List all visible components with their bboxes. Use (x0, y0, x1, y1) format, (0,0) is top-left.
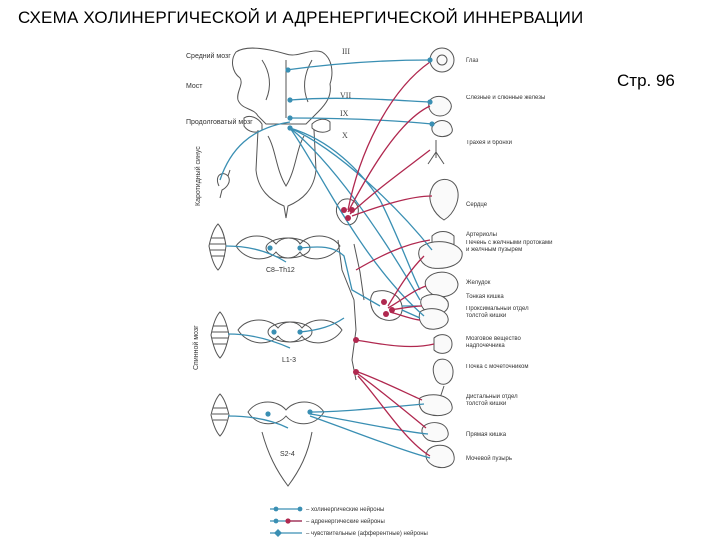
bladder-organ (425, 444, 455, 469)
carotid-sinus (216, 169, 231, 199)
organ-label-adrenal-wrap: Мозговое вещество надпочечника (466, 336, 521, 349)
organ-label-bladder: Мочевой пузырь (466, 455, 512, 462)
organ-label-arterioles: Артериолы (466, 232, 497, 238)
heart-organ (429, 179, 459, 221)
organ-label-small-intestine: Тонкая кишка (466, 294, 504, 300)
adrenal-organ (433, 334, 453, 354)
proximal-colon-organ (418, 308, 449, 330)
organ-labels: Глаз Слезные и слюнные железы Трахея и б… (466, 58, 553, 462)
label-cranial-nerve-9: IX (340, 109, 349, 118)
trachea-organ (427, 140, 445, 165)
organ-label-stomach: Желудок (466, 280, 491, 286)
legend-item-adrenergic: – адренергические нейроны (270, 518, 385, 525)
label-cranial-nerve-10: X (342, 131, 348, 140)
eye-organ (429, 47, 455, 73)
kidney-organ (432, 358, 454, 399)
skeletal-muscles (208, 223, 230, 437)
rectum-organ (421, 422, 449, 443)
label-segment-thoracic: C8–Th12 (266, 267, 295, 274)
organ-label-heart: Сердце (466, 202, 488, 208)
organ-label-adrenal: Мозговое вещество надпочечника (466, 336, 521, 349)
glands-organ (428, 95, 453, 137)
legend-item-afferent: – чувствительные (афферентные) нейроны (270, 529, 428, 537)
organ-label-trachea: Трахея и бронхи (466, 140, 512, 146)
cholinergic-pathways (219, 59, 433, 459)
label-cranial-nerve-7: VII (340, 91, 351, 100)
label-midbrain: Средний мозг (186, 52, 231, 60)
legend-label-cholinergic: – холинергические нейроны (306, 506, 384, 513)
label-segment-lumbar: L1-3 (282, 357, 296, 364)
organ-label-liver: Печень с желчными протоками и желчным пу… (466, 240, 553, 253)
liver-organ (418, 241, 463, 269)
brainstem (232, 47, 333, 219)
adrenergic-pathways (347, 61, 435, 457)
label-spinal-cord: Спинной мозг (192, 325, 200, 370)
organs (418, 47, 463, 469)
label-pons: Мост (186, 83, 203, 90)
label-segment-sacral: S2-4 (280, 451, 295, 458)
page-reference: Стр. 96 (617, 71, 675, 90)
stomach-organ (424, 271, 459, 298)
legend: – холинергические нейроны – адренергичес… (270, 506, 428, 537)
organ-label-distal-colon: Дистальный отдел толстой кишки (466, 394, 518, 407)
organ-label-glands: Слезные и слюнные железы (466, 95, 546, 101)
organ-label-rectum: Прямая кишка (466, 432, 507, 438)
label-medulla: Продолговатый мозг (186, 118, 253, 126)
legend-label-adrenergic: – адренергические нейроны (306, 518, 385, 525)
label-cranial-nerve-3: III (342, 47, 350, 56)
organ-label-kidney: Почка с мочеточником (466, 364, 529, 370)
neuron-nodes (265, 57, 435, 417)
organ-label-glands-wrap: Слезные и слюнные железы (466, 95, 546, 101)
legend-label-afferent: – чувствительные (афферентные) нейроны (306, 530, 428, 537)
legend-item-cholinergic: – холинергические нейроны (270, 506, 384, 513)
organ-label-kidney-wrap: Почка с мочеточником (466, 364, 529, 370)
organ-label-eye: Глаз (466, 58, 479, 64)
label-carotid-sinus: Каротидный синус (194, 146, 202, 206)
sympathetic-chain (335, 198, 403, 381)
distal-colon-organ (418, 394, 453, 417)
organ-label-proximal-colon-wrap: Проксимальный отдел толстой кишки (466, 306, 529, 319)
organ-label-liver-wrap: Печень с желчными протоками и желчным пу… (466, 240, 553, 253)
organ-label-proximal-colon: Проксимальный отдел толстой кишки (466, 306, 529, 319)
page-title: СХЕМА ХОЛИНЕРГИЧЕСКОЙ И АДРЕНЕРГИЧЕСКОЙ … (18, 8, 584, 27)
organ-label-distal-colon-wrap: Дистальный отдел толстой кишки (466, 394, 518, 407)
organ-label-trachea-wrap: Трахея и бронхи (466, 140, 512, 146)
